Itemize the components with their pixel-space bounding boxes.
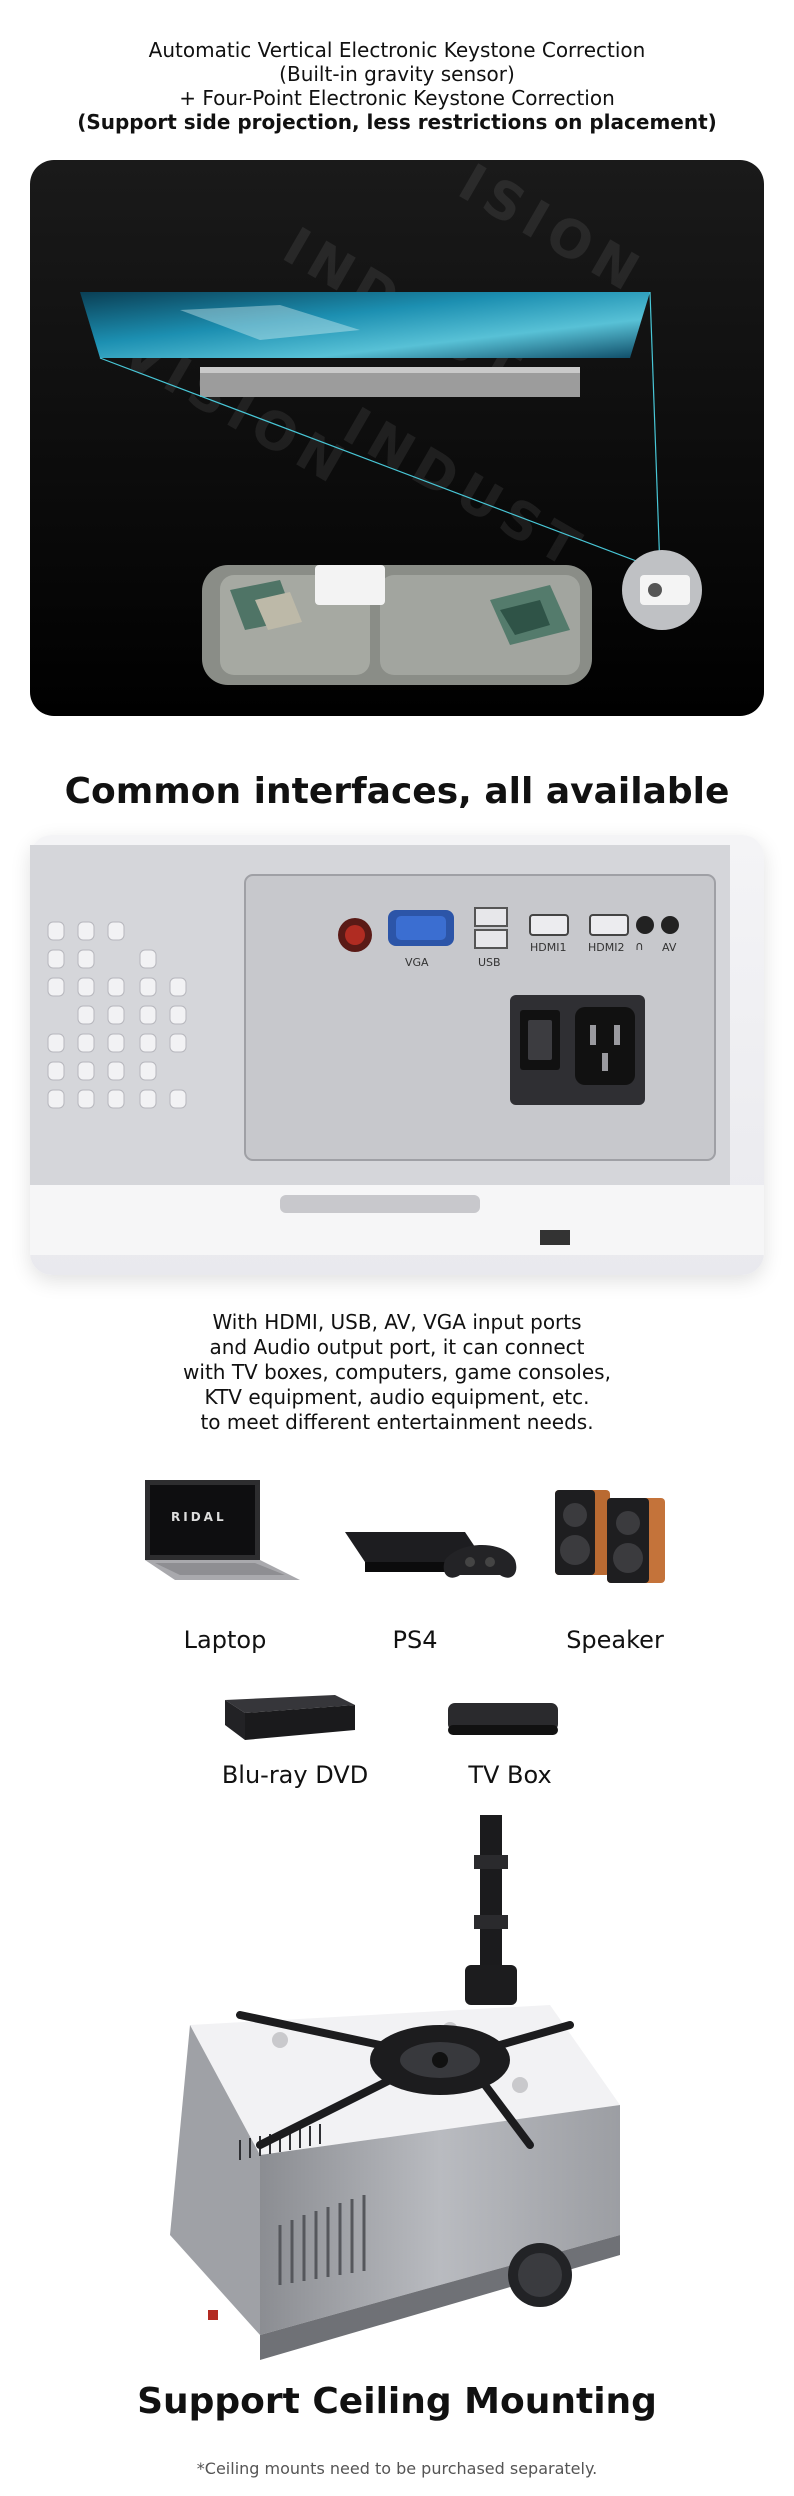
desc-line: and Audio output port, it can connect	[209, 1335, 585, 1359]
desc-line: with TV boxes, computers, game consoles,	[183, 1360, 611, 1384]
projection-illustration: ISION INDUST VISION INDUST	[30, 160, 764, 716]
ps4-image	[345, 1532, 517, 1578]
cushion-white	[315, 565, 385, 605]
ceiling-mount-illustration	[170, 1815, 620, 2360]
device-label-tvbox: TV Box	[468, 1761, 552, 1789]
port-label-vga: VGA	[405, 956, 429, 969]
projected-image	[80, 292, 650, 358]
ceiling-title: Support Ceiling Mounting	[137, 2381, 657, 2422]
ceiling-note: *Ceiling mounts need to be purchased sep…	[196, 2459, 598, 2478]
device-label-speaker: Speaker	[566, 1626, 664, 1654]
keystone-line-1: Automatic Vertical Electronic Keystone C…	[148, 38, 646, 62]
desc-line: With HDMI, USB, AV, VGA input ports	[212, 1310, 582, 1334]
keystone-caption: Automatic Vertical Electronic Keystone C…	[0, 38, 794, 134]
speaker-image	[555, 1490, 665, 1583]
port-label-av: AV	[662, 941, 677, 954]
laptop-brand: RIDAL	[171, 1510, 227, 1524]
port-label-hdmi1: HDMI1	[530, 941, 567, 954]
device-label-bluray: Blu-ray DVD	[221, 1761, 369, 1789]
device-label-laptop: Laptop	[183, 1626, 267, 1654]
desc-line: to meet different entertainment needs.	[200, 1410, 594, 1434]
desc-line: KTV equipment, audio equipment, etc.	[204, 1385, 590, 1409]
keystone-line-2: (Built-in gravity sensor)	[279, 62, 515, 86]
headphone-icon: ∩	[635, 939, 644, 953]
interfaces-description: With HDMI, USB, AV, VGA input ports and …	[0, 1310, 794, 1435]
interfaces-panel: VGA USB HDMI1 HDMI2 ∩ AV	[30, 835, 764, 1275]
bluray-image	[225, 1695, 355, 1740]
laptop-image	[145, 1480, 300, 1580]
interfaces-title: Common interfaces, all available	[64, 771, 730, 812]
device-label-ps4: PS4	[392, 1626, 438, 1654]
tvbox-image	[448, 1703, 558, 1735]
keystone-line-3: + Four-Point Electronic Keystone Correct…	[179, 86, 615, 110]
keystone-line-4: (Support side projection, less restricti…	[77, 110, 717, 134]
projection-scene	[80, 291, 702, 685]
projector-back-panel	[30, 845, 764, 1255]
port-label-usb: USB	[478, 956, 501, 969]
port-label-hdmi2: HDMI2	[588, 941, 625, 954]
